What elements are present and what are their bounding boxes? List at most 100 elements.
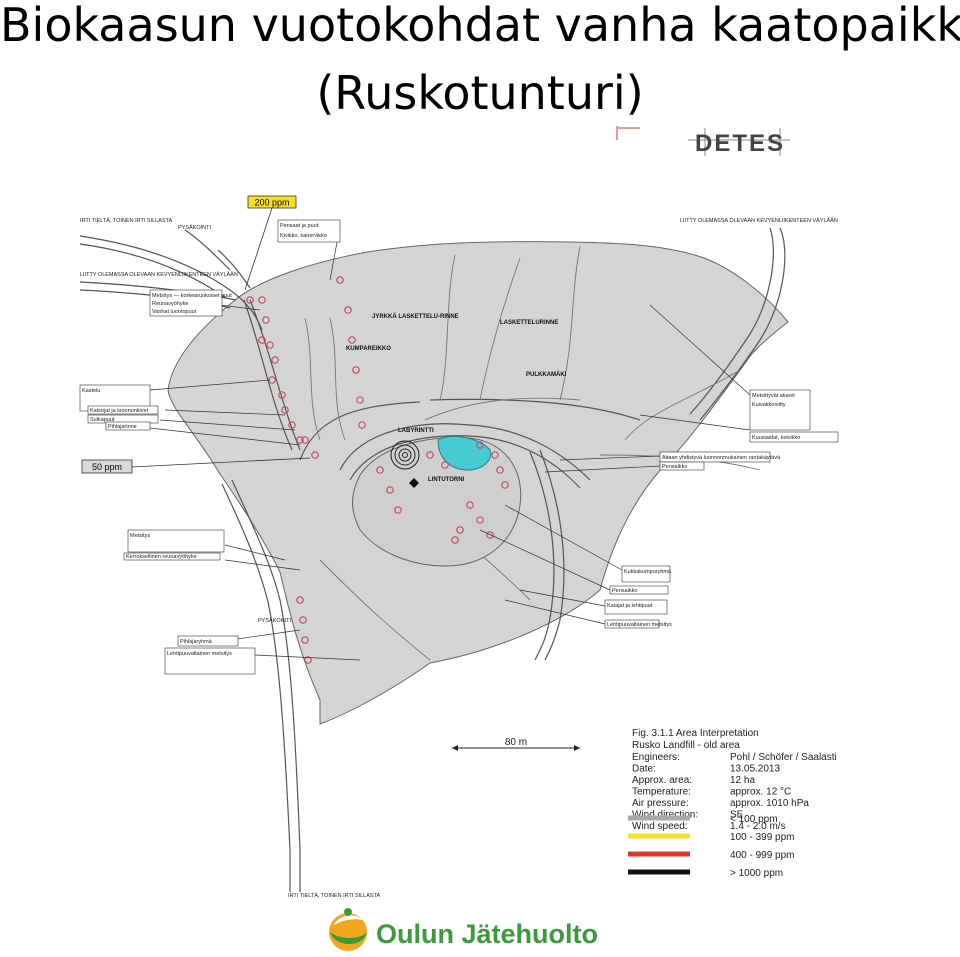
leak-marker: [271, 356, 279, 364]
label-pensaat-top: Pensaat ja puut: [280, 223, 319, 229]
label-katsojat: Katsojat ja luonnonkivet: [90, 408, 149, 414]
ppm-legend: < 100 ppm 100 - 399 ppm 400 - 999 ppm > 100…: [628, 814, 795, 879]
scale-bar-label: 80 m: [505, 737, 527, 748]
leak-marker: [394, 506, 402, 514]
callout-200ppm: 200 ppm: [244, 195, 297, 291]
label-kivikko: Kivikko, kanervikko: [280, 233, 327, 239]
lintutorni-marker: [409, 478, 419, 488]
leak-marker: [258, 296, 266, 304]
label-pihlajaryhma: Pihlajaryhmä: [180, 639, 213, 645]
fig-info-value: approx. 12 °C: [730, 787, 791, 798]
leak-marker: [344, 306, 352, 314]
fig-info-value: SE: [730, 810, 744, 821]
label-kumpareikko: KUMPAREIKKO: [346, 346, 391, 352]
label-vanha-luonto: Vanhat luontopuut: [152, 309, 197, 315]
fig-info-label: Engineers:: [632, 752, 680, 763]
annotation-leaders: [149, 225, 751, 661]
label-road-note-tl: IRTI TIELTÄ, TOINEN IRTI SILLASTA: [80, 217, 173, 224]
leak-marker: [386, 486, 394, 494]
leak-marker: [301, 636, 309, 644]
leak-marker: [496, 466, 504, 474]
label-labyrintti: LABYRINTTI: [398, 428, 434, 434]
label-aitaan: Aitaan yhdistyvä luonnonmukainen rantakä…: [662, 455, 781, 461]
label-metsittyvat: Metsittyvät alueet: [752, 393, 795, 399]
label-pysakointi-bottom: PYSÄKOINTI: [258, 617, 291, 624]
leak-marker: [262, 316, 270, 324]
callout-50ppm: 50 ppm: [81, 457, 311, 474]
label-kuusi: Kuusiaidat, koivikko: [752, 435, 800, 441]
slide-title-line-2: (Ruskotunturi): [316, 66, 644, 120]
legend-label: > 1000 ppm: [730, 868, 783, 879]
oulun-jatehuolto-logo: Oulun Jätehuolto: [329, 908, 598, 951]
callout-50ppm-label: 50 ppm: [92, 462, 122, 472]
label-jyrkka-rinne: JYRKKÄ LASKETTELU-RINNE: [372, 313, 459, 320]
leak-marker: [501, 481, 509, 489]
label-lintutorni: LINTUTORNI: [428, 477, 465, 483]
leak-marker: [336, 276, 344, 284]
legend-label: 400 - 999 ppm: [730, 850, 795, 861]
leak-marker: [281, 406, 289, 414]
label-katajat: Katajat ja lehtipuut: [607, 603, 653, 609]
leak-marker: [456, 526, 464, 534]
leak-marker: [246, 296, 254, 304]
label-road-note-tr: LIITTY OLEMASSA OLEVAAN KEVYENLIIKENTEEN…: [680, 217, 838, 224]
figure-info-block: Fig. 3.1.1 Area Interpretation Rusko Lan…: [632, 728, 837, 832]
label-pensaikko-r: Pensaikko: [662, 464, 687, 470]
leak-marker: [301, 436, 309, 444]
label-pysakointi-top: PYSÄKOINTI: [178, 224, 211, 231]
label-kerroksellinen: Kerroksellinen reunavyöhyke: [126, 554, 197, 560]
leak-marker: [348, 336, 356, 344]
leak-marker: [486, 531, 494, 539]
fig-info-value: 13.05.2013: [730, 764, 780, 775]
fig-info-label: Approx. area:: [632, 775, 692, 786]
slide-title-line-1: Biokaasun vuotokohdat vanha kaatopaikka: [0, 0, 960, 52]
fig-info-label: Wind direction:: [632, 810, 698, 821]
fig-info-label: Air pressure:: [632, 798, 689, 809]
fig-caption-2: Rusko Landfill - old area: [632, 740, 740, 751]
leak-marker: [356, 396, 364, 404]
legend-label: < 100 ppm: [730, 814, 778, 825]
label-pulkkamaki: PULKKAMÄKI: [526, 371, 567, 378]
leak-marker: [476, 516, 484, 524]
label-kukka: Kukkakumpuryhmä: [624, 569, 672, 575]
leak-marker: [288, 421, 296, 429]
legend-label: 100 - 399 ppm: [730, 832, 795, 843]
road-network: [79, 227, 786, 892]
detes-logo-text: DETES: [695, 130, 785, 157]
leak-marker: [296, 596, 304, 604]
leak-marker: [266, 341, 274, 349]
leak-marker: [311, 451, 319, 459]
fig-info-value: approx. 1010 hPa: [730, 798, 809, 809]
leak-marker: [358, 421, 366, 429]
fig-info-label: Date:: [632, 764, 656, 775]
annotation-boxes: [79, 219, 839, 675]
leak-marker: [376, 466, 384, 474]
leak-marker: [426, 451, 434, 459]
label-sulkapuut: Sulkapuut: [90, 417, 115, 423]
leak-marker: [491, 451, 499, 459]
callout-200ppm-label: 200 ppm: [254, 198, 289, 208]
labyrinth: [390, 440, 420, 470]
company-name: Oulun Jätehuolto: [376, 919, 598, 949]
label-pensaikko-b: Pensaikko: [612, 588, 637, 594]
fig-caption-1: Fig. 3.1.1 Area Interpretation: [632, 728, 759, 739]
leak-marker: [441, 461, 449, 469]
label-kuivakko: Kuivakkoniitty: [752, 402, 786, 408]
leak-marker: [451, 536, 459, 544]
label-road-note-bottom: IRTI TIELTÄ, TOINEN IRTI SILLASTA: [288, 892, 381, 899]
detes-logo: DETES: [688, 128, 790, 157]
label-metsitys-lower: Metsitys: [130, 533, 150, 539]
fig-info-label: Wind speed:: [632, 821, 688, 832]
label-laskettelurinne: LASKETTELURINNE: [500, 320, 558, 326]
leak-marker: [258, 336, 266, 344]
label-kastelu: Kastelu: [82, 388, 100, 394]
label-pihlaja: Pihlajarinne: [108, 424, 137, 430]
leak-marker: [296, 436, 304, 444]
leak-marker: [278, 391, 286, 399]
label-lehtipuut: Lehtipuuvaltainen metsitys: [607, 622, 672, 628]
leak-marker: [476, 441, 484, 449]
label-reuna: Reunavyöhyke: [152, 301, 188, 307]
fig-info-value: Pohl / Schöfer / Saalasti: [730, 752, 837, 763]
fig-info-label: Temperature:: [632, 787, 691, 798]
